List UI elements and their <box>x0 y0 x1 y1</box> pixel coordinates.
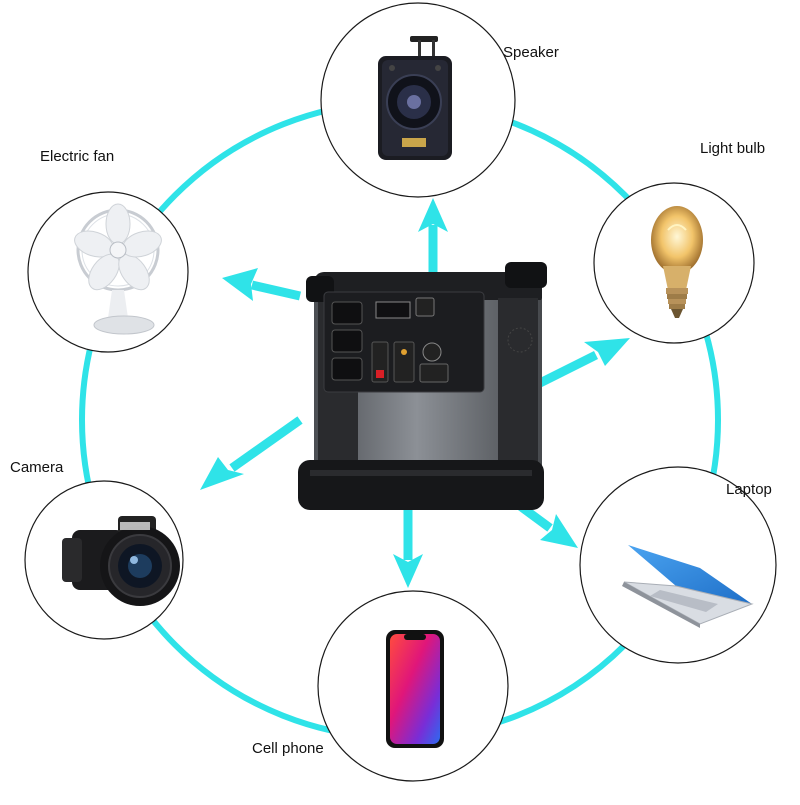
arrow-to-cell-phone <box>393 505 423 588</box>
label-laptop: Laptop <box>726 481 772 498</box>
laptop-icon <box>622 545 754 628</box>
label-light-bulb: Light bulb <box>700 140 766 157</box>
label-speaker: Speaker <box>503 44 559 61</box>
camera-icon <box>62 516 180 606</box>
arrow-to-speaker <box>418 198 448 285</box>
portable-power-station-icon <box>298 262 547 510</box>
arrow-to-camera <box>200 416 303 490</box>
light-bulb-icon <box>651 206 703 318</box>
cell-phone-icon <box>386 630 444 748</box>
arrows <box>200 198 630 588</box>
arrow-to-light-bulb <box>537 338 630 388</box>
label-electric-fan: Electric fan <box>40 148 115 165</box>
label-camera: Camera <box>10 459 64 476</box>
label-cell-phone: Cell phone <box>252 740 324 757</box>
speaker-icon <box>378 36 452 160</box>
electric-fan-icon <box>74 203 162 335</box>
arrow-to-electric-fan <box>222 268 302 301</box>
